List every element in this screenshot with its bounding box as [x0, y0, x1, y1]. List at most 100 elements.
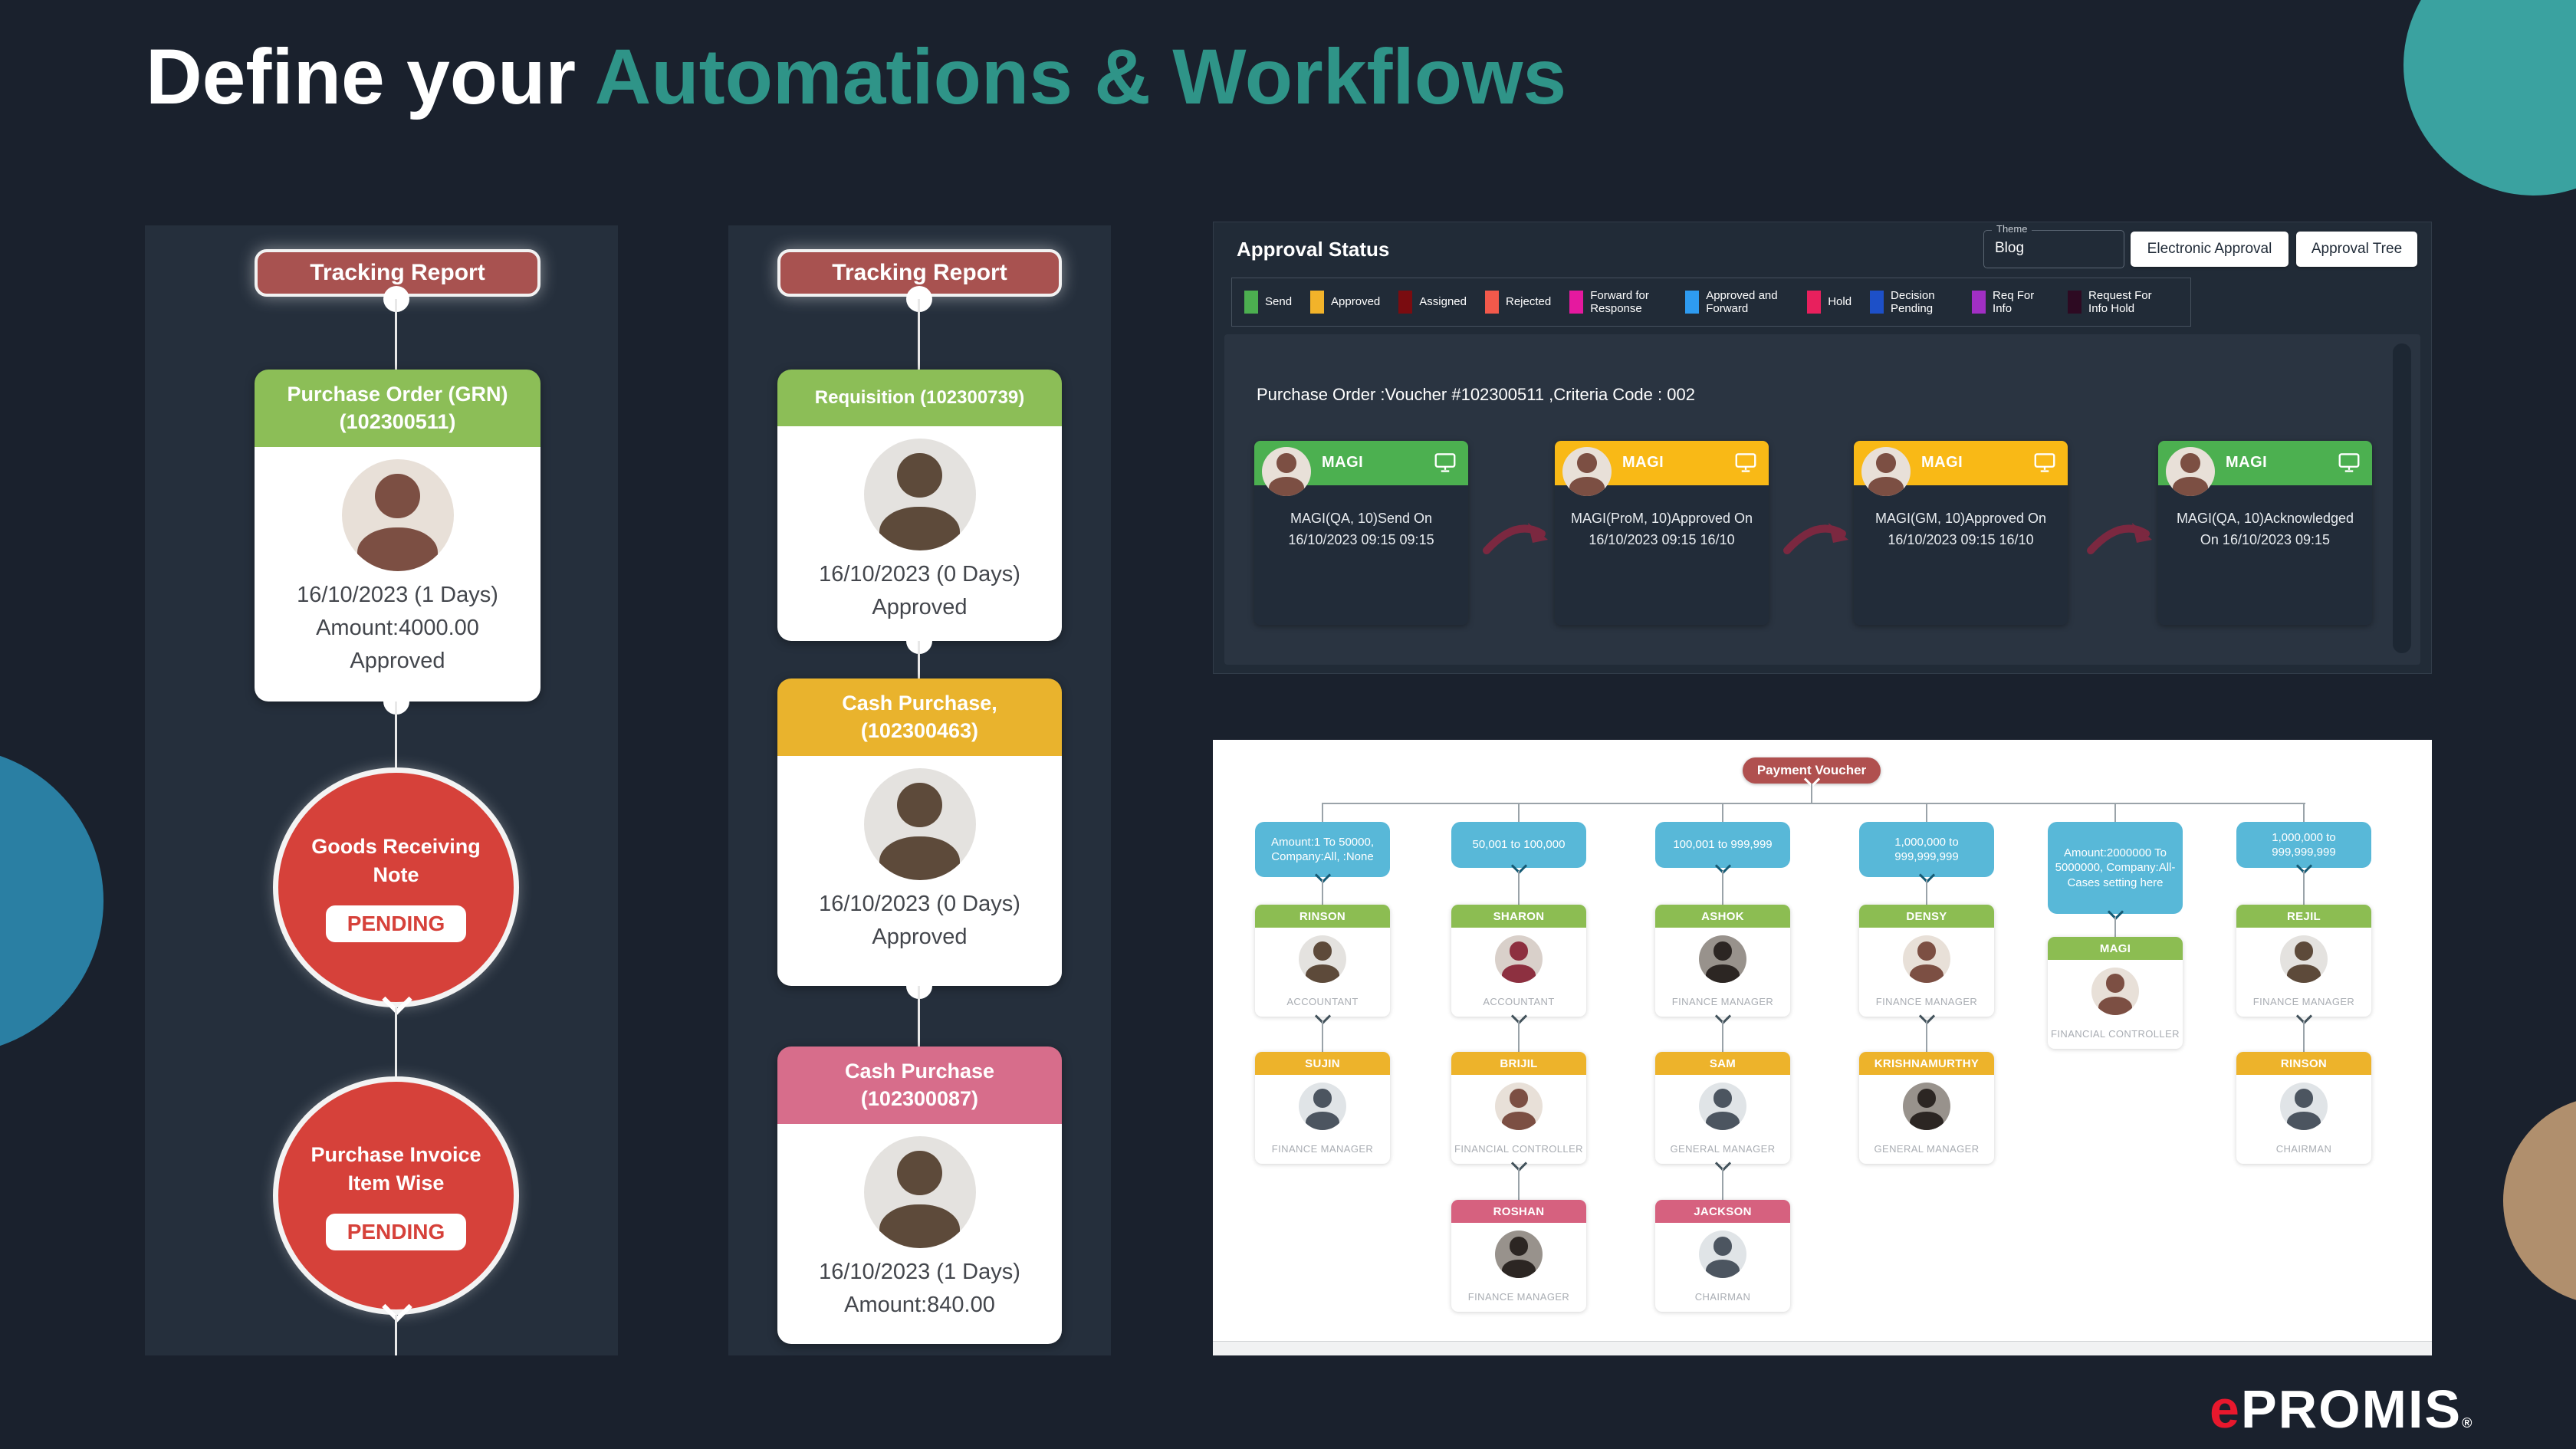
approval-step-card[interactable]: MAGI MAGI(GM, 10)Approved On 16/10/2023 … [1854, 441, 2068, 625]
approver-card[interactable]: SUJIN FINANCE MANAGER [1255, 1052, 1390, 1164]
legend-swatch [1807, 291, 1822, 314]
approver-name: KRISHNAMURTHY [1859, 1052, 1994, 1075]
approver-card[interactable]: SAM GENERAL MANAGER [1655, 1052, 1790, 1164]
approval-tree-button[interactable]: Approval Tree [2296, 232, 2417, 267]
approver-card[interactable]: ASHOK FINANCE MANAGER [1655, 905, 1790, 1017]
flow-arrow-icon [2087, 523, 2152, 554]
electronic-approval-button[interactable]: Electronic Approval [2131, 232, 2288, 267]
connector-line [395, 1007, 397, 1076]
card-date: 16/10/2023 (0 Days) [819, 891, 1020, 916]
avatar [1299, 1083, 1346, 1130]
card-body: 16/10/2023 (1 Days) Amount:4000.00 Appro… [255, 446, 540, 702]
avatar [1562, 447, 1612, 496]
approver-card[interactable]: REJIL FINANCE MANAGER [2236, 905, 2371, 1017]
approver-role: ACCOUNTANT [1286, 996, 1359, 1007]
approver-role: FINANCE MANAGER [1875, 996, 1978, 1007]
approver-card[interactable]: ROSHAN FINANCE MANAGER [1451, 1200, 1586, 1312]
approver-card[interactable]: MAGI FINANCIAL CONTROLLER [2048, 937, 2183, 1049]
approver-card[interactable]: DENSY FINANCE MANAGER [1859, 905, 1994, 1017]
connector-line [1926, 803, 1927, 822]
vertical-scrollbar[interactable] [2393, 343, 2411, 653]
card-date: 16/10/2023 (1 Days) [297, 582, 498, 607]
cash-purchase-card-1[interactable]: Cash Purchase, (102300463) 16/10/2023 (0… [777, 678, 1062, 986]
payment-voucher-root[interactable]: Payment Voucher [1743, 757, 1881, 784]
cash-purchase-card-2[interactable]: Cash Purchase (102300087) 16/10/2023 (1 … [777, 1046, 1062, 1344]
approval-step-text: MAGI(ProM, 10)Approved On 16/10/2023 09:… [1555, 485, 1769, 625]
avatar [1699, 1083, 1746, 1130]
theme-select[interactable]: Theme Blog [1983, 223, 2124, 268]
legend-label: Req For Info [1993, 288, 2035, 315]
goods-receiving-note-node[interactable]: Goods Receiving Note PENDING [273, 767, 519, 1007]
approver-card[interactable]: SHARON ACCOUNTANT [1451, 905, 1586, 1017]
legend-swatch [1310, 291, 1325, 314]
theme-value: Blog [1995, 240, 2025, 256]
avatar [2280, 935, 2328, 983]
legend-label: Approved and Forward [1706, 288, 1778, 315]
connector-line [1518, 1021, 1520, 1052]
connector-line [1322, 1021, 1323, 1052]
approver-card[interactable]: KRISHNAMURTHY GENERAL MANAGER [1859, 1052, 1994, 1164]
connector-line [1322, 803, 1323, 822]
approver-card[interactable]: RINSON CHAIRMAN [2236, 1052, 2371, 1164]
approver-role: CHAIRMAN [1694, 1291, 1751, 1303]
amount-range-box[interactable]: Amount:2000000 To 5000000, Company:All- … [2048, 822, 2183, 914]
card-amount: Amount:840.00 [844, 1292, 995, 1317]
connector-line [1518, 1168, 1520, 1200]
avatar [863, 439, 976, 550]
legend-label: Send [1265, 295, 1293, 309]
approver-name: SUJIN [1255, 1052, 1390, 1075]
approval-status-panel: Approval Status Theme Blog Electronic Ap… [1213, 222, 2432, 674]
legend-label: Rejected [1505, 295, 1552, 309]
approver-name: RINSON [2236, 1052, 2371, 1075]
connector-line [1722, 871, 1723, 905]
horizontal-scrollbar[interactable] [1213, 1341, 2432, 1355]
approval-step-text: MAGI(QA, 10)Send On 16/10/2023 09:15 09:… [1254, 485, 1468, 625]
avatar [1699, 1230, 1746, 1278]
pending-badge: PENDING [325, 905, 467, 942]
approver-name: MAGI [1921, 454, 1963, 471]
amount-range-box[interactable]: 1,000,000 to 999,999,999 [2236, 822, 2371, 868]
approver-card[interactable]: RINSON ACCOUNTANT [1255, 905, 1390, 1017]
voucher-line: Purchase Order :Voucher #102300511 ,Crit… [1257, 385, 1695, 404]
logo-promis: PROMIS [2240, 1379, 2463, 1439]
approver-name: SAM [1655, 1052, 1790, 1075]
approval-step-card[interactable]: MAGI MAGI(QA, 10)Acknowledged On 16/10/2… [2158, 441, 2372, 625]
amount-range-box[interactable]: 100,001 to 999,999 [1655, 822, 1790, 868]
avatar [863, 1135, 976, 1248]
approver-card[interactable]: BRIJIL FINANCIAL CONTROLLER [1451, 1052, 1586, 1164]
tracking-report-panel-middle: Tracking Report Requisition (102300739) … [728, 225, 1111, 1355]
legend-item: Req For Info [1972, 289, 2049, 316]
status-legend: Send Approved Assigned Rejected Forward … [1231, 278, 2191, 327]
avatar [1903, 1083, 1950, 1130]
monitor-icon [1735, 453, 1756, 472]
card-header: Purchase Order (GRN) (102300511) [255, 370, 540, 447]
connector-line [1518, 803, 1520, 822]
tracking-report-pill: Tracking Report [777, 249, 1062, 297]
legend-item: Rejected [1484, 291, 1552, 314]
approver-role: FINANCE MANAGER [1467, 1291, 1570, 1303]
amount-range-box[interactable]: 50,001 to 100,000 [1451, 822, 1586, 868]
connector-line [395, 702, 397, 767]
card-date: 16/10/2023 (1 Days) [819, 1259, 1020, 1284]
connector-line [1926, 880, 1927, 905]
purchase-invoice-node[interactable]: Purchase Invoice Item Wise PENDING [273, 1076, 519, 1315]
decorative-circle-top-right [2404, 0, 2576, 196]
approval-step-header: MAGI [1854, 441, 2068, 496]
approver-card[interactable]: JACKSON CHAIRMAN [1655, 1200, 1790, 1312]
approval-step-card[interactable]: MAGI MAGI(ProM, 10)Approved On 16/10/202… [1555, 441, 1769, 625]
amount-range-box[interactable]: Amount:1 To 50000, Company:All, :None [1255, 822, 1390, 877]
legend-item: Request For Info Hold [2068, 289, 2173, 316]
card-status: Approved [350, 648, 445, 673]
legend-swatch [2068, 291, 2082, 314]
approver-role: FINANCE MANAGER [2252, 996, 2355, 1007]
approver-role: FINANCE MANAGER [1271, 1143, 1374, 1155]
avatar [2166, 447, 2215, 496]
requisition-card[interactable]: Requisition (102300739) 16/10/2023 (0 Da… [777, 370, 1062, 641]
avatar [1495, 1230, 1543, 1278]
legend-swatch [1398, 291, 1413, 314]
legend-label: Hold [1828, 295, 1852, 309]
purchase-order-card[interactable]: Purchase Order (GRN) (102300511) 16/10/2… [255, 370, 540, 702]
legend-label: Forward for Response [1590, 288, 1649, 315]
amount-range-box[interactable]: 1,000,000 to 999,999,999 [1859, 822, 1994, 877]
approval-step-card[interactable]: MAGI MAGI(QA, 10)Send On 16/10/2023 09:1… [1254, 441, 1468, 625]
